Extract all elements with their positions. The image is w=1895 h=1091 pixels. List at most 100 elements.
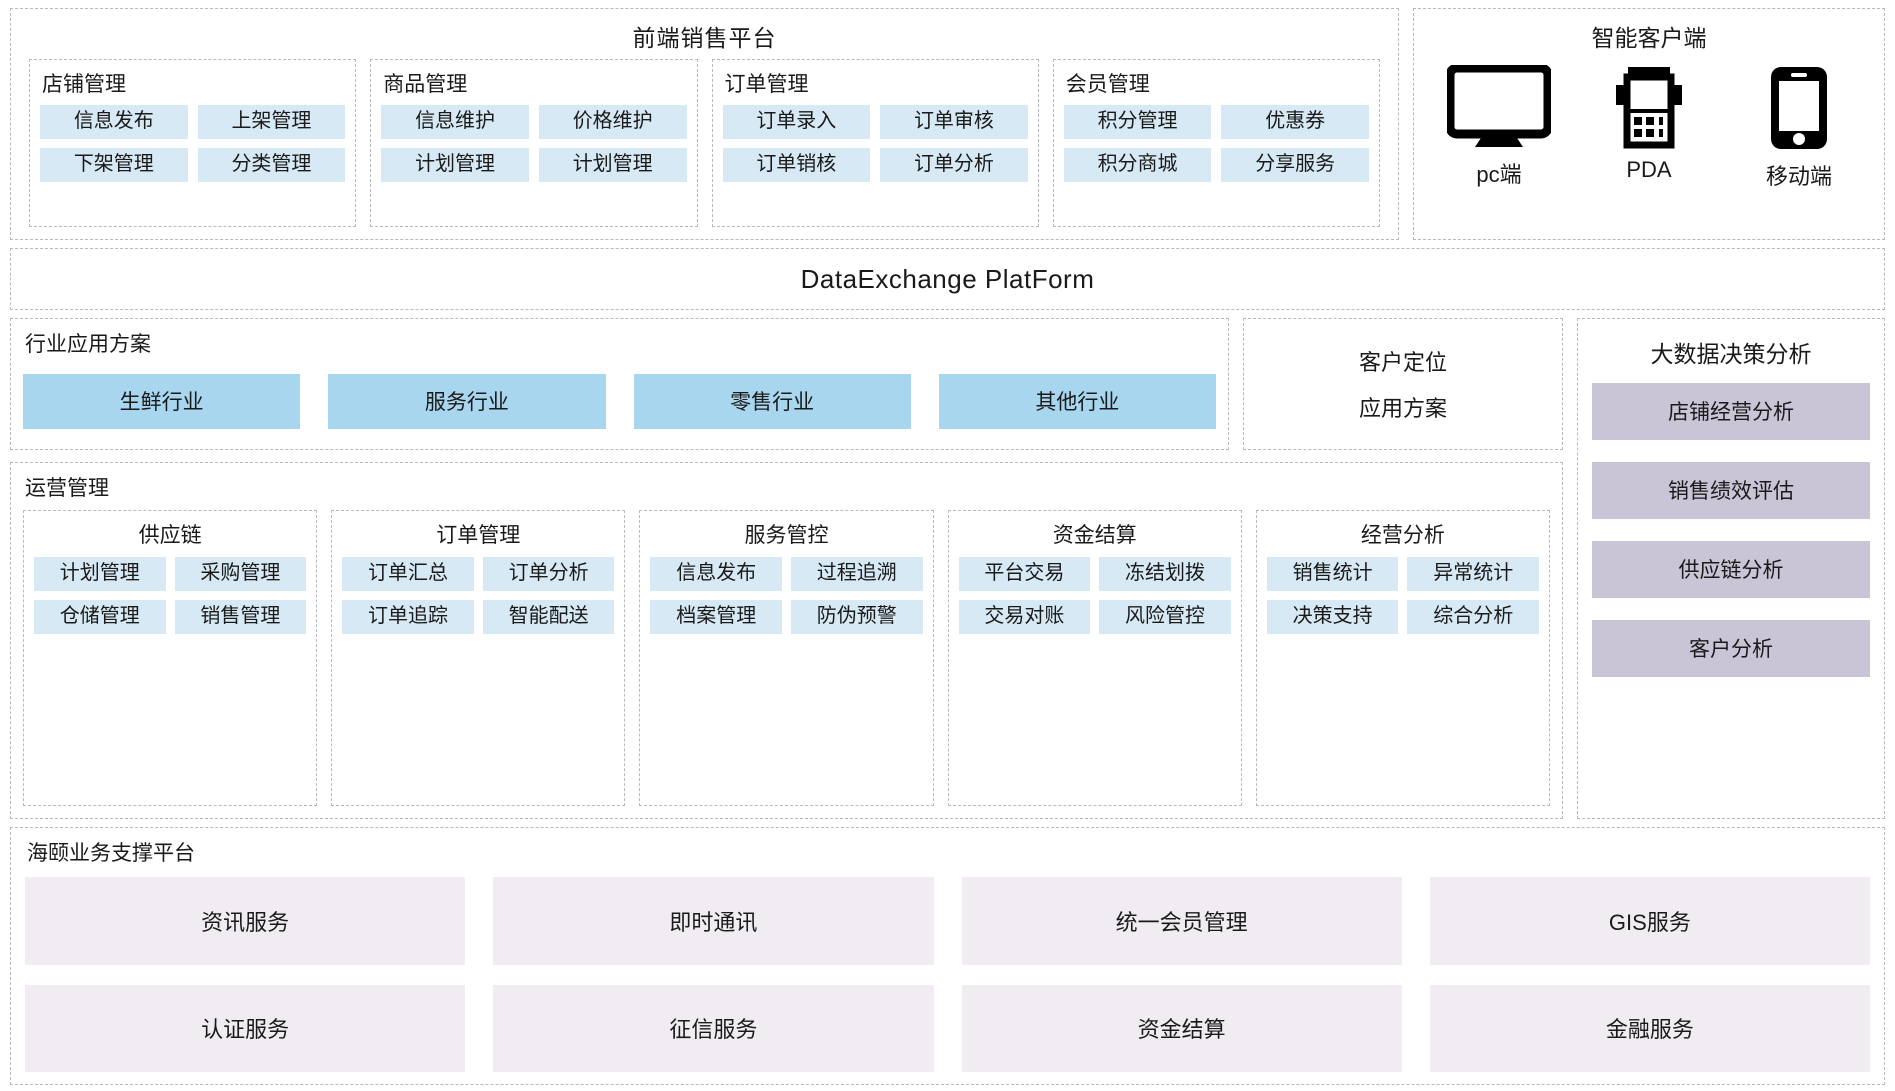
chip-grid: 订单汇总 订单分析 订单追踪 智能配送 bbox=[342, 557, 615, 634]
chip-item[interactable]: 下架管理 bbox=[40, 148, 188, 182]
chip-item[interactable]: 订单分析 bbox=[482, 557, 615, 591]
chip-item[interactable]: 档案管理 bbox=[650, 600, 782, 634]
chip-item[interactable]: 防伪预警 bbox=[791, 600, 923, 634]
support-service-item[interactable]: 认证服务 bbox=[25, 984, 466, 1072]
industry-item[interactable]: 零售行业 bbox=[633, 374, 911, 429]
smartphone-icon bbox=[1769, 65, 1829, 151]
device-pda[interactable]: PDA bbox=[1574, 65, 1724, 183]
chip-grid: 信息发布 过程追溯 档案管理 防伪预警 bbox=[650, 557, 923, 634]
chip-item[interactable]: 信息维护 bbox=[381, 105, 529, 139]
industry-item-list: 生鲜行业 服务行业 零售行业 其他行业 bbox=[23, 366, 1216, 437]
chip-item[interactable]: 销售管理 bbox=[174, 600, 307, 634]
support-service-item[interactable]: 即时通讯 bbox=[493, 877, 934, 965]
chip-item[interactable]: 销售统计 bbox=[1266, 557, 1399, 591]
device-label: pc端 bbox=[1476, 162, 1522, 187]
chip-item[interactable]: 智能配送 bbox=[482, 600, 615, 634]
monitor-icon bbox=[1447, 65, 1551, 149]
customer-positioning-panel: 客户定位 应用方案 bbox=[1243, 318, 1563, 450]
device-pc[interactable]: pc端 bbox=[1424, 65, 1574, 189]
customer-positioning-line2: 应用方案 bbox=[1358, 396, 1447, 421]
chip-item[interactable]: 订单销核 bbox=[722, 148, 871, 182]
support-service-item[interactable]: 征信服务 bbox=[493, 984, 934, 1072]
top-row: 前端销售平台 店铺管理 信息发布 上架管理 下架管理 分类管理 商品管理 信息维… bbox=[10, 8, 1885, 240]
operations-management-title: 运营管理 bbox=[25, 477, 109, 500]
support-service-item[interactable]: 资金结算 bbox=[961, 984, 1402, 1072]
group-title: 订单管理 bbox=[436, 524, 521, 547]
chip-grid: 销售统计 异常统计 决策支持 综合分析 bbox=[1266, 557, 1540, 634]
chip-item[interactable]: 订单审核 bbox=[880, 105, 1028, 139]
chip-item[interactable]: 订单汇总 bbox=[342, 557, 474, 591]
chip-item[interactable]: 订单分析 bbox=[880, 148, 1028, 182]
bigdata-title: 大数据决策分析 bbox=[1650, 341, 1812, 367]
chip-item[interactable]: 订单追踪 bbox=[342, 600, 474, 634]
chip-item[interactable]: 异常统计 bbox=[1407, 557, 1540, 591]
support-service-item[interactable]: 资讯服务 bbox=[25, 877, 466, 965]
group-title: 店铺管理 bbox=[42, 73, 126, 96]
bigdata-item[interactable]: 供应链分析 bbox=[1592, 541, 1870, 598]
chip-item[interactable]: 综合分析 bbox=[1407, 600, 1540, 634]
chip-grid: 积分管理 优惠券 积分商城 分享服务 bbox=[1063, 105, 1369, 182]
group-title: 订单管理 bbox=[724, 73, 809, 96]
chip-item[interactable]: 仓储管理 bbox=[34, 600, 166, 634]
operations-management-panel: 运营管理 供应链 计划管理 采购管理 仓储管理 销售管理 订单管理 bbox=[10, 462, 1563, 819]
device-label: PDA bbox=[1626, 157, 1672, 182]
bigdata-item[interactable]: 客户分析 bbox=[1592, 620, 1870, 677]
chip-item[interactable]: 计划管理 bbox=[381, 148, 529, 182]
chip-item[interactable]: 计划管理 bbox=[34, 557, 166, 591]
industry-and-locate-row: 行业应用方案 生鲜行业 服务行业 零售行业 其他行业 客户定位 应用方案 bbox=[10, 318, 1563, 450]
smart-client-panel: 智能客户端 pc端 bbox=[1413, 8, 1885, 240]
chip-item[interactable]: 信息发布 bbox=[650, 557, 782, 591]
bigdata-item[interactable]: 销售绩效评估 bbox=[1592, 462, 1870, 519]
ops-group-order-management: 订单管理 订单汇总 订单分析 订单追踪 智能配送 bbox=[331, 510, 626, 806]
chip-item[interactable]: 积分商城 bbox=[1063, 148, 1212, 182]
bigdata-decision-analysis-panel: 大数据决策分析 店铺经营分析 销售绩效评估 供应链分析 客户分析 bbox=[1577, 318, 1885, 819]
group-title: 会员管理 bbox=[1065, 73, 1150, 96]
industry-solutions-panel: 行业应用方案 生鲜行业 服务行业 零售行业 其他行业 bbox=[10, 318, 1229, 450]
chip-item[interactable]: 过程追溯 bbox=[791, 557, 923, 591]
chip-grid: 订单录入 订单审核 订单销核 订单分析 bbox=[722, 105, 1028, 182]
frontend-group-order-management: 订单管理 订单录入 订单审核 订单销核 订单分析 bbox=[711, 59, 1039, 227]
data-exchange-platform-title: DataExchange PlatForm bbox=[800, 263, 1095, 294]
industry-item[interactable]: 其他行业 bbox=[938, 374, 1216, 429]
chip-item[interactable]: 平台交易 bbox=[958, 557, 1091, 591]
smart-client-title: 智能客户端 bbox=[1591, 25, 1707, 51]
frontend-group-product-management: 商品管理 信息维护 价格维护 计划管理 计划管理 bbox=[370, 59, 698, 227]
ops-group-business-analysis: 经营分析 销售统计 异常统计 决策支持 综合分析 bbox=[1255, 510, 1551, 806]
chip-item[interactable]: 冻结划拨 bbox=[1099, 557, 1231, 591]
chip-item[interactable]: 分类管理 bbox=[197, 148, 346, 182]
ops-group-fund-settlement: 资金结算 平台交易 冻结划拨 交易对账 风险管控 bbox=[947, 510, 1242, 806]
chip-grid: 信息发布 上架管理 下架管理 分类管理 bbox=[40, 105, 346, 182]
group-title: 商品管理 bbox=[383, 73, 468, 96]
business-support-platform-title: 海颐业务支撑平台 bbox=[27, 842, 195, 865]
group-title: 服务管控 bbox=[744, 524, 829, 547]
frontend-sales-platform-panel: 前端销售平台 店铺管理 信息发布 上架管理 下架管理 分类管理 商品管理 信息维… bbox=[10, 8, 1399, 240]
chip-item[interactable]: 决策支持 bbox=[1266, 600, 1399, 634]
pda-icon bbox=[1610, 65, 1688, 149]
bigdata-item[interactable]: 店铺经营分析 bbox=[1592, 383, 1870, 440]
chip-item[interactable]: 风险管控 bbox=[1099, 600, 1231, 634]
industry-item[interactable]: 生鲜行业 bbox=[23, 374, 301, 429]
chip-item[interactable]: 上架管理 bbox=[197, 105, 346, 139]
support-service-item[interactable]: GIS服务 bbox=[1429, 877, 1870, 965]
chip-item[interactable]: 计划管理 bbox=[538, 148, 687, 182]
chip-item[interactable]: 交易对账 bbox=[958, 600, 1091, 634]
industry-solutions-title: 行业应用方案 bbox=[25, 333, 151, 356]
support-service-item[interactable]: 统一会员管理 bbox=[961, 877, 1402, 965]
industry-item[interactable]: 服务行业 bbox=[328, 374, 606, 429]
chip-item[interactable]: 分享服务 bbox=[1221, 148, 1369, 182]
data-exchange-platform-bar: DataExchange PlatForm bbox=[10, 248, 1885, 310]
device-label: 移动端 bbox=[1765, 164, 1832, 189]
device-mobile[interactable]: 移动端 bbox=[1724, 65, 1874, 191]
support-service-grid: 资讯服务 即时通讯 统一会员管理 GIS服务 认证服务 征信服务 资金结算 金融… bbox=[25, 877, 1870, 1072]
chip-item[interactable]: 采购管理 bbox=[174, 557, 307, 591]
group-title: 经营分析 bbox=[1360, 524, 1445, 547]
chip-item[interactable]: 优惠券 bbox=[1221, 105, 1369, 139]
group-title: 供应链 bbox=[138, 524, 202, 547]
chip-item[interactable]: 积分管理 bbox=[1063, 105, 1212, 139]
chip-item[interactable]: 订单录入 bbox=[722, 105, 871, 139]
chip-grid: 计划管理 采购管理 仓储管理 销售管理 bbox=[34, 557, 307, 634]
chip-item[interactable]: 价格维护 bbox=[538, 105, 687, 139]
chip-item[interactable]: 信息发布 bbox=[40, 105, 188, 139]
support-service-item[interactable]: 金融服务 bbox=[1429, 984, 1870, 1072]
